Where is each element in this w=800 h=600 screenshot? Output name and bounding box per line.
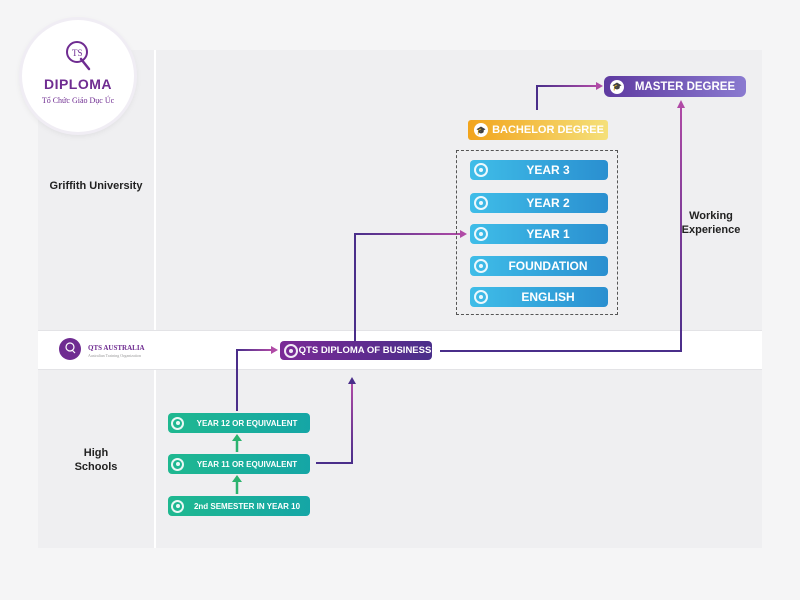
band-logo-name: QTS AUSTRALIA (88, 344, 145, 352)
english-node[interactable]: ENGLISH (470, 287, 608, 307)
arrowhead-master-left (596, 82, 603, 90)
year2-node[interactable]: YEAR 2 (470, 193, 608, 213)
target-circle-icon (474, 196, 488, 210)
target-circle-icon (171, 416, 184, 430)
qts-australia-logo-icon (59, 338, 81, 360)
year1-node[interactable]: YEAR 1 (470, 224, 608, 244)
griffith-program-box (456, 150, 618, 315)
semester-node[interactable]: 2nd SEMESTER IN YEAR 10 (168, 496, 310, 516)
arrowhead-master (677, 100, 685, 108)
target-circle-icon (171, 457, 184, 471)
master-degree-label: MASTER DEGREE (634, 80, 736, 93)
connector-bachelor-to-master (536, 85, 598, 110)
foundation-label: FOUNDATION (508, 259, 588, 273)
connector-year11-to-diploma (316, 382, 353, 464)
qts-monogram-icon: TS (66, 41, 91, 71)
connector-year12-to-diploma (236, 349, 273, 411)
diploma-logo: TS DIPLOMA Tổ Chức Giáo Dục Úc (22, 20, 134, 132)
connector-diploma-to-year1 (354, 233, 462, 351)
target-circle-icon (474, 163, 488, 177)
qts-diploma-label: QTS DIPLOMA OF BUSINESS (298, 345, 432, 356)
working-experience-label: Working Experience (681, 210, 741, 236)
bachelor-degree-node[interactable]: 🎓 BACHELOR DEGREE (468, 120, 608, 140)
band-logo-tagline: Australian Training Organization (88, 353, 142, 358)
high-schools-label: High Schools (74, 447, 118, 473)
target-circle-icon (171, 499, 184, 513)
year3-label: YEAR 3 (526, 163, 570, 177)
graduation-cap-icon: 🎓 (610, 79, 624, 94)
griffith-label: Griffith University (49, 180, 143, 192)
svg-text:TS: TS (72, 48, 83, 58)
target-circle-icon (284, 343, 298, 358)
master-degree-node[interactable]: 🎓 MASTER DEGREE (604, 76, 746, 97)
arrowhead-diploma (271, 346, 278, 354)
column-divider (154, 50, 156, 548)
qts-diploma-node[interactable]: QTS DIPLOMA OF BUSINESS (280, 341, 432, 360)
target-circle-icon (474, 259, 488, 273)
year1-label: YEAR 1 (526, 227, 570, 241)
english-label: ENGLISH (521, 290, 575, 304)
connector-diploma-to-master (440, 104, 682, 352)
bachelor-degree-label: BACHELOR DEGREE (492, 124, 604, 136)
band-logo-text: QTS AUSTRALIA Australian Training Organi… (88, 344, 145, 360)
year11-node[interactable]: YEAR 11 OR EQUIVALENT (168, 454, 310, 474)
year3-node[interactable]: YEAR 3 (470, 160, 608, 180)
arrowhead-diploma-bottom (348, 377, 356, 384)
world-map-background (38, 50, 762, 548)
year12-label: YEAR 12 OR EQUIVALENT (196, 418, 298, 428)
foundation-node[interactable]: FOUNDATION (470, 256, 608, 276)
year12-node[interactable]: YEAR 12 OR EQUIVALENT (168, 413, 310, 433)
logo-subtitle: Tổ Chức Giáo Dục Úc (41, 96, 115, 105)
arrowhead-year11 (232, 475, 242, 482)
target-circle-icon (474, 227, 488, 241)
year2-label: YEAR 2 (526, 196, 570, 210)
semester-label: 2nd SEMESTER IN YEAR 10 (193, 501, 301, 511)
arrowhead-year1 (460, 230, 467, 238)
arrowhead-year12 (232, 434, 242, 441)
target-circle-icon (474, 290, 488, 304)
year11-label: YEAR 11 OR EQUIVALENT (196, 459, 298, 469)
graduation-cap-icon: 🎓 (474, 123, 488, 137)
logo-title: DIPLOMA (43, 76, 113, 92)
